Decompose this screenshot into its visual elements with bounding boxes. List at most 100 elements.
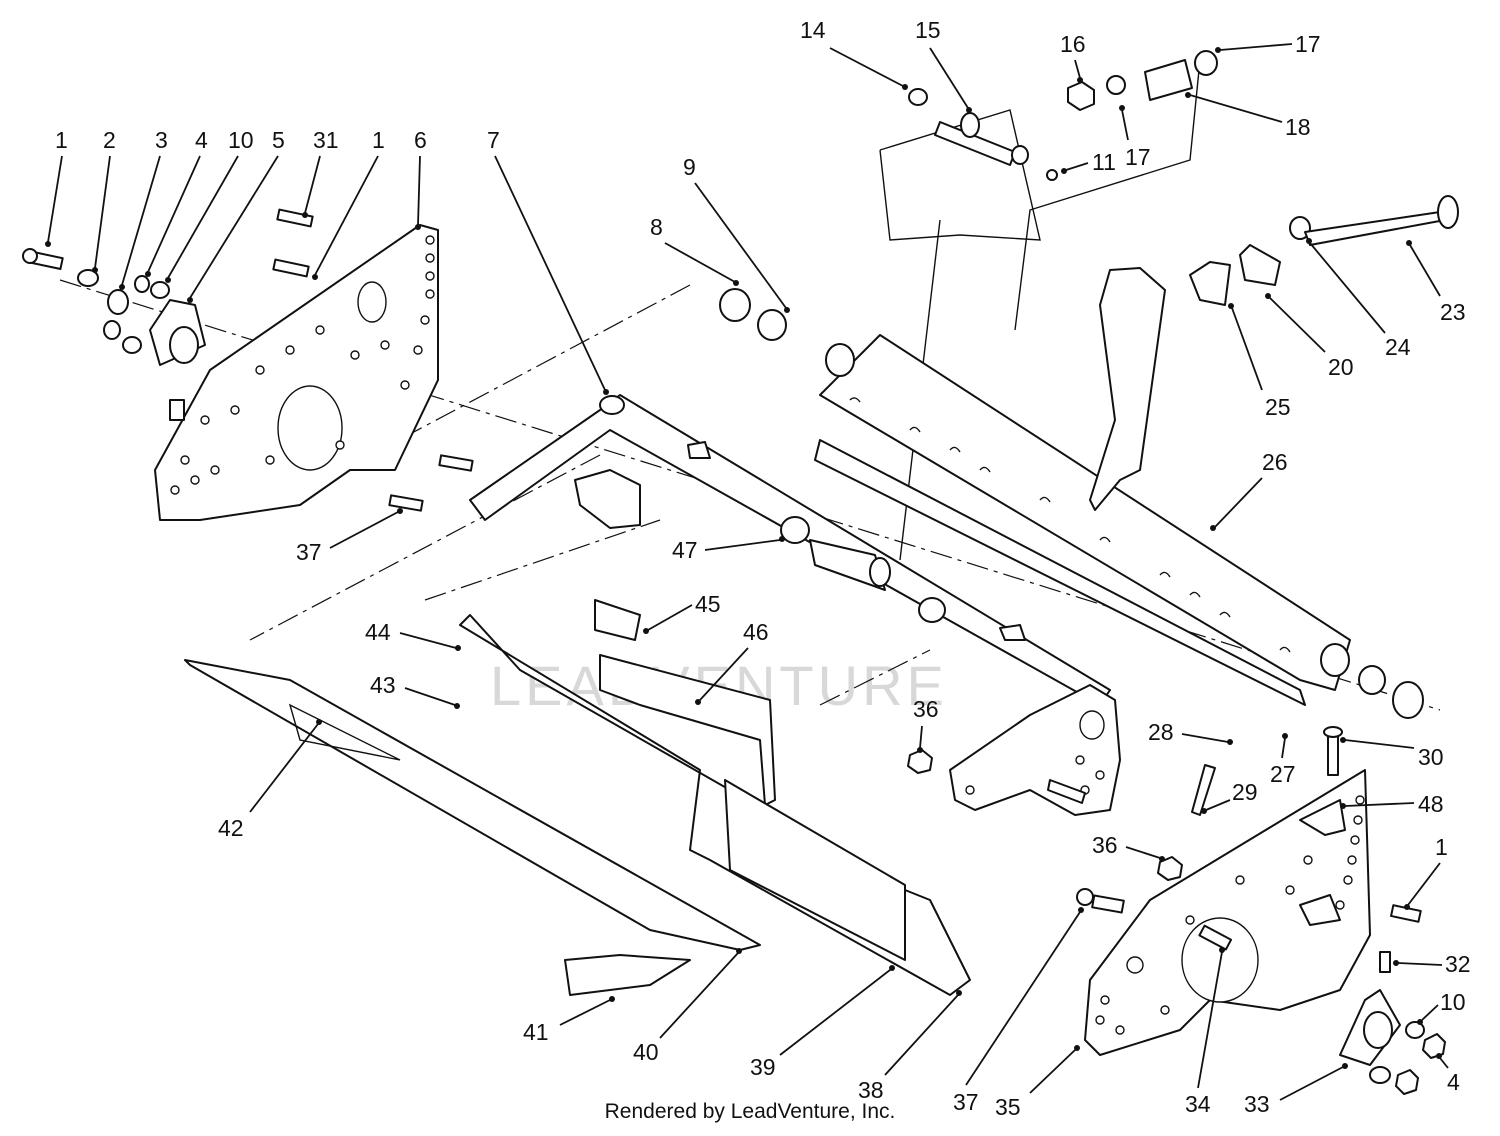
bushings bbox=[719, 288, 787, 341]
callout-2: 2 bbox=[92, 127, 116, 273]
svg-text:36: 36 bbox=[1092, 832, 1118, 858]
svg-text:2: 2 bbox=[103, 127, 116, 153]
callout-15: 15 bbox=[915, 17, 972, 113]
callout-3: 3 bbox=[119, 127, 168, 290]
callout-39: 39 bbox=[750, 965, 895, 1080]
callout-7: 7 bbox=[487, 127, 609, 395]
right-hardware bbox=[907, 726, 1446, 1095]
callout-1c: 1 bbox=[1404, 834, 1448, 910]
callouts: 1 2 3 4 10 5 31 1 6 7 9 8 14 15 16 17 18… bbox=[45, 17, 1471, 1120]
callout-44: 44 bbox=[365, 619, 461, 651]
callout-26: 26 bbox=[1210, 449, 1288, 531]
reel-assembly bbox=[814, 334, 1424, 719]
svg-text:25: 25 bbox=[1265, 394, 1291, 420]
svg-text:9: 9 bbox=[683, 154, 696, 180]
callout-42: 42 bbox=[218, 719, 322, 841]
bedknife-assembly bbox=[184, 599, 971, 996]
callout-20: 20 bbox=[1265, 293, 1354, 380]
svg-text:34: 34 bbox=[1185, 1091, 1211, 1117]
svg-text:16: 16 bbox=[1060, 31, 1086, 57]
callout-47: 47 bbox=[672, 536, 785, 563]
svg-text:24: 24 bbox=[1385, 334, 1411, 360]
callout-11: 11 bbox=[1061, 149, 1116, 175]
top-adjuster bbox=[908, 50, 1218, 181]
callout-45: 45 bbox=[643, 591, 721, 634]
right-bracket bbox=[949, 684, 1121, 816]
svg-text:15: 15 bbox=[915, 17, 941, 43]
callout-34: 34 bbox=[1185, 947, 1225, 1117]
callout-25: 25 bbox=[1228, 303, 1291, 420]
right-side-plate bbox=[1084, 769, 1371, 1056]
callout-23: 23 bbox=[1406, 240, 1466, 325]
svg-text:39: 39 bbox=[750, 1054, 776, 1080]
svg-text:1: 1 bbox=[55, 127, 68, 153]
svg-text:4: 4 bbox=[195, 127, 208, 153]
svg-text:48: 48 bbox=[1418, 791, 1444, 817]
callout-17a: 17 bbox=[1215, 31, 1321, 57]
callout-37b: 37 bbox=[953, 907, 1084, 1115]
svg-text:27: 27 bbox=[1270, 761, 1296, 787]
credit-text: Rendered by LeadVenture, Inc. bbox=[604, 1100, 896, 1123]
callout-1b: 1 bbox=[312, 127, 385, 280]
svg-text:29: 29 bbox=[1232, 779, 1258, 805]
svg-text:23: 23 bbox=[1440, 299, 1466, 325]
svg-text:14: 14 bbox=[800, 17, 826, 43]
callout-5: 5 bbox=[187, 127, 285, 303]
callout-27: 27 bbox=[1270, 733, 1296, 787]
svg-text:18: 18 bbox=[1285, 114, 1311, 140]
callout-38: 38 bbox=[858, 990, 962, 1103]
callout-31: 31 bbox=[302, 127, 339, 218]
svg-text:7: 7 bbox=[487, 127, 500, 153]
svg-text:1: 1 bbox=[372, 127, 385, 153]
callout-41: 41 bbox=[523, 996, 615, 1045]
svg-text:4: 4 bbox=[1447, 1069, 1460, 1095]
left-hardware bbox=[22, 208, 474, 512]
callout-6: 6 bbox=[414, 127, 427, 230]
callout-46: 46 bbox=[695, 619, 769, 705]
callout-36a: 36 bbox=[913, 696, 939, 753]
callout-32: 32 bbox=[1393, 951, 1471, 977]
svg-text:47: 47 bbox=[672, 537, 698, 563]
svg-text:31: 31 bbox=[313, 127, 339, 153]
svg-text:30: 30 bbox=[1418, 744, 1444, 770]
svg-text:40: 40 bbox=[633, 1039, 659, 1065]
callout-40: 40 bbox=[633, 948, 742, 1065]
svg-text:44: 44 bbox=[365, 619, 391, 645]
callout-16: 16 bbox=[1060, 31, 1086, 83]
callout-37a: 37 bbox=[296, 508, 403, 565]
svg-text:17: 17 bbox=[1125, 144, 1151, 170]
roller-47 bbox=[780, 516, 946, 623]
svg-text:10: 10 bbox=[1440, 989, 1466, 1015]
callout-4: 4 bbox=[145, 127, 208, 277]
svg-text:5: 5 bbox=[272, 127, 285, 153]
callout-1: 1 bbox=[45, 127, 68, 247]
callout-4b: 4 bbox=[1436, 1053, 1460, 1095]
svg-text:46: 46 bbox=[743, 619, 769, 645]
svg-text:17: 17 bbox=[1295, 31, 1321, 57]
svg-text:37: 37 bbox=[953, 1089, 979, 1115]
callout-14: 14 bbox=[800, 17, 908, 90]
svg-text:41: 41 bbox=[523, 1019, 549, 1045]
adjuster-arm bbox=[1089, 195, 1459, 511]
svg-text:10: 10 bbox=[228, 127, 254, 153]
callout-10b: 10 bbox=[1417, 989, 1466, 1025]
callout-18: 18 bbox=[1185, 92, 1311, 140]
svg-text:1: 1 bbox=[1435, 834, 1448, 860]
svg-text:45: 45 bbox=[695, 591, 721, 617]
svg-text:6: 6 bbox=[414, 127, 427, 153]
callout-43: 43 bbox=[370, 672, 460, 709]
callout-36b: 36 bbox=[1092, 832, 1165, 862]
svg-text:26: 26 bbox=[1262, 449, 1288, 475]
svg-text:43: 43 bbox=[370, 672, 396, 698]
callout-29: 29 bbox=[1201, 779, 1258, 814]
svg-text:32: 32 bbox=[1445, 951, 1471, 977]
callout-33: 33 bbox=[1244, 1063, 1348, 1117]
left-side-plate bbox=[154, 224, 439, 521]
svg-text:35: 35 bbox=[995, 1094, 1021, 1120]
callout-35: 35 bbox=[995, 1045, 1080, 1120]
callout-8: 8 bbox=[650, 214, 739, 286]
svg-text:42: 42 bbox=[218, 815, 244, 841]
rendered-by-credit: Rendered by LeadVenture, Inc. bbox=[0, 1100, 1500, 1124]
svg-text:36: 36 bbox=[913, 696, 939, 722]
